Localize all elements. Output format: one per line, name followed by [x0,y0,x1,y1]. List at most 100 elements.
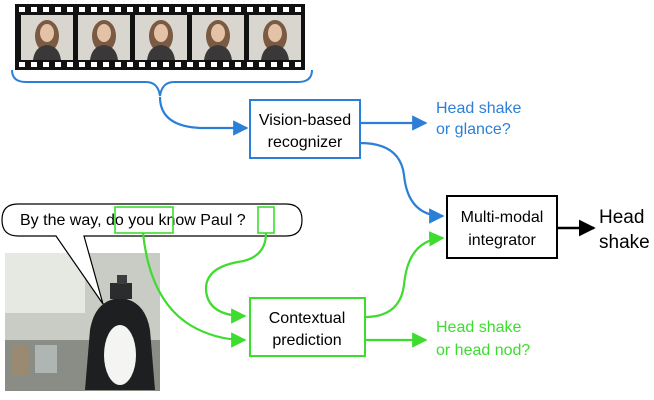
person-face [154,24,168,42]
context-output-label-2: or head nod? [436,342,530,359]
arrow-do-you-to-context [141,232,247,348]
person-body [90,45,118,60]
sprocket-hole [79,7,85,12]
sprocket-hole [283,62,289,67]
sprocket-hole [19,62,25,67]
sprocket-hole [163,62,169,67]
sprocket-hole [67,7,73,12]
sprocket-hole [283,7,289,12]
sprocket-hole [271,62,277,67]
sprocket-hole [199,62,205,67]
sprocket-hole [175,7,181,12]
sprocket-hole [235,62,241,67]
integrator-label-2: integrator [468,232,536,249]
filmstrip-frames [21,15,301,60]
sprocket-hole [127,7,133,12]
sprocket-hole [187,7,193,12]
sprocket-hole [259,7,265,12]
sprocket-hole [127,62,133,67]
sprocket-hole [259,62,265,67]
contextual-prediction-box [249,297,366,357]
sprocket-hole [199,7,205,12]
sprocket-hole [43,62,49,67]
speech-prefix: By the way, [20,212,102,229]
person-face [97,24,111,42]
sprocket-hole [223,7,229,12]
person-face [268,24,282,42]
sprocket-hole [211,62,217,67]
video-frame [249,15,301,60]
robot-camera-mount [117,275,127,284]
sprocket-hole [91,7,97,12]
person-body [261,45,289,60]
sprocket-hole [31,7,37,12]
video-frame [192,15,244,60]
arrow-question-to-context [204,232,268,324]
sprocket-hole [163,7,169,12]
speech-middle: know Paul [158,212,232,229]
filmstrip-brace [11,69,313,97]
speech-highlight-1: do you [106,212,154,229]
vision-output-label-2: or glance? [436,121,511,138]
sprocket-hole [19,7,25,12]
vision-recognizer-label-2: recognizer [268,134,343,151]
arrow-context-to-integrator [364,231,445,319]
sprocket-hole [175,62,181,67]
arrow-vision-to-integrator [359,141,445,224]
context-output-label-1: Head shake [436,319,521,336]
video-frame [78,15,130,60]
sprocket-hole [139,62,145,67]
person-body [147,45,175,60]
sprocket-hole [151,62,157,67]
robot-photo [5,253,160,391]
sprocket-hole [139,7,145,12]
video-frame [21,15,73,60]
sprocket-hole [247,7,253,12]
sprocket-hole [247,62,253,67]
person-face [211,24,225,42]
vision-output-label-1: Head shake [436,100,521,117]
sprocket-hole [103,62,109,67]
final-output-label-1: Head [599,207,644,228]
person-face [40,24,54,42]
sprocket-hole [271,7,277,12]
sprocket-hole [235,7,241,12]
sprocket-hole [103,7,109,12]
sprocket-hole [151,7,157,12]
robot-photo-jar [35,345,57,373]
filmstrip-sprockets-top [19,7,301,12]
sprocket-hole [295,62,301,67]
sprocket-hole [295,7,301,12]
sprocket-hole [55,62,61,67]
sprocket-hole [223,62,229,67]
sprocket-hole [43,7,49,12]
speech-bubble [1,203,303,305]
sprocket-hole [91,62,97,67]
robot-photo-wall [5,253,85,313]
sprocket-hole [211,7,217,12]
speech-highlight-2: ? [237,212,246,229]
sprocket-hole [115,7,121,12]
final-output-label-2: shake [599,232,650,253]
robot-belly [104,325,136,385]
sprocket-hole [79,62,85,67]
sprocket-hole [115,62,121,67]
sprocket-hole [31,62,37,67]
integrator-box [446,195,558,259]
person-body [33,45,61,60]
contextual-prediction-label-1: Contextual [269,310,346,327]
sprocket-hole [187,62,193,67]
person-body [204,45,232,60]
sprocket-hole [55,7,61,12]
video-frame [135,15,187,60]
speech-bubble-text: By the way, do you know Paul ? [20,212,246,229]
integrator-label-1: Multi-modal [461,209,544,226]
contextual-prediction-label-2: prediction [272,332,341,349]
vision-recognizer-box [249,99,361,159]
robot-head-camera [110,283,132,299]
arrow-brace-to-vision [158,96,249,136]
robot-photo-cup [12,345,30,375]
vision-recognizer-label-1: Vision-based [259,112,351,129]
sprocket-hole [67,62,73,67]
